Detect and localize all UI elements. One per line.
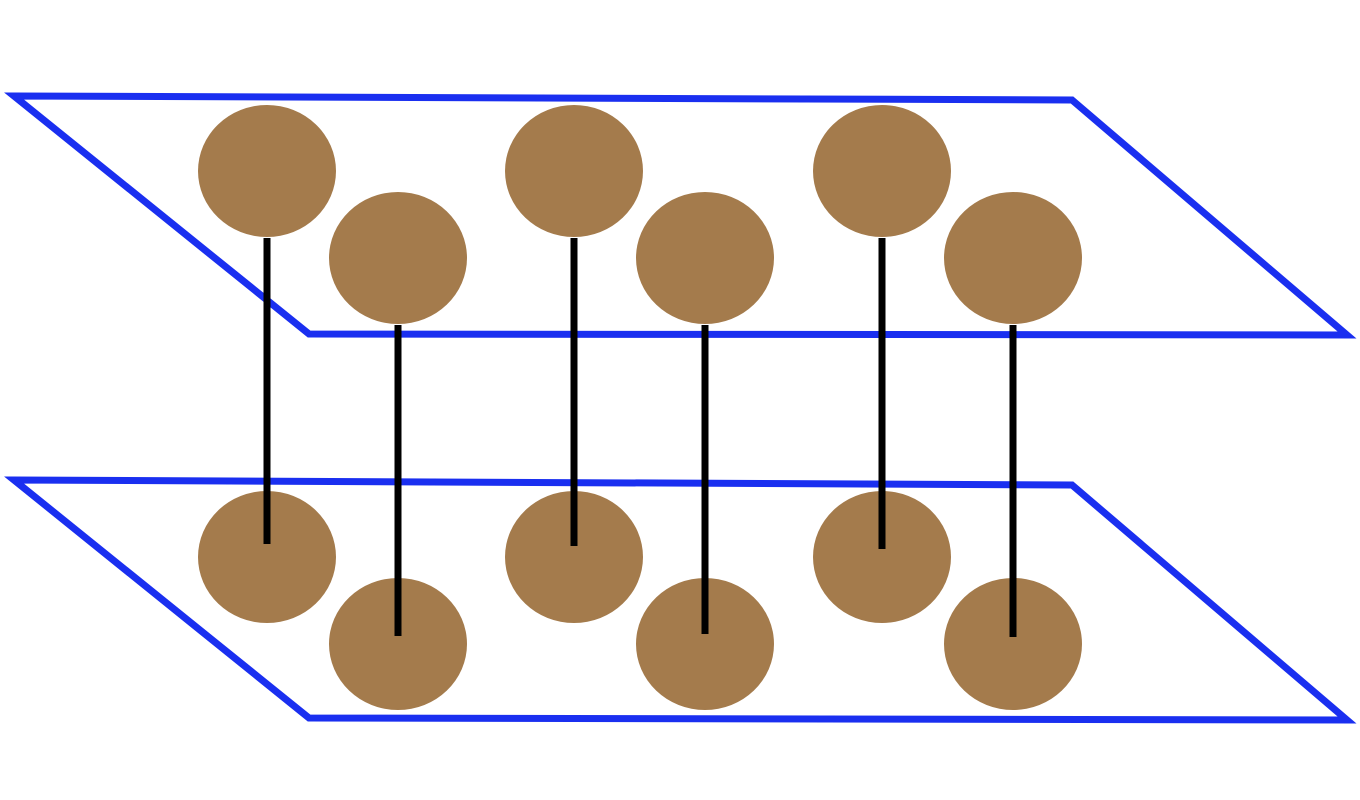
pillar-2-upper-head [329,192,467,324]
upper-plane [4,92,1357,339]
pillar-2-lower-head [329,578,467,710]
lower-layer [4,476,1357,724]
pillar-3-lower-head [505,491,643,623]
pillar-5-upper-head [813,105,951,237]
pillar-1-lower-head [198,491,336,623]
pillar-3-upper-head [505,105,643,237]
pillar-4-upper-head [636,192,774,324]
pillar-1-upper-head [198,105,336,237]
lower-plane [4,476,1357,724]
pillar-5-lower-head [813,491,951,623]
pillar-6-upper-head [944,192,1082,324]
pillar-4-lower-head [636,578,774,710]
upper-layer [4,92,1357,637]
pillar-6-lower-head [944,578,1082,710]
